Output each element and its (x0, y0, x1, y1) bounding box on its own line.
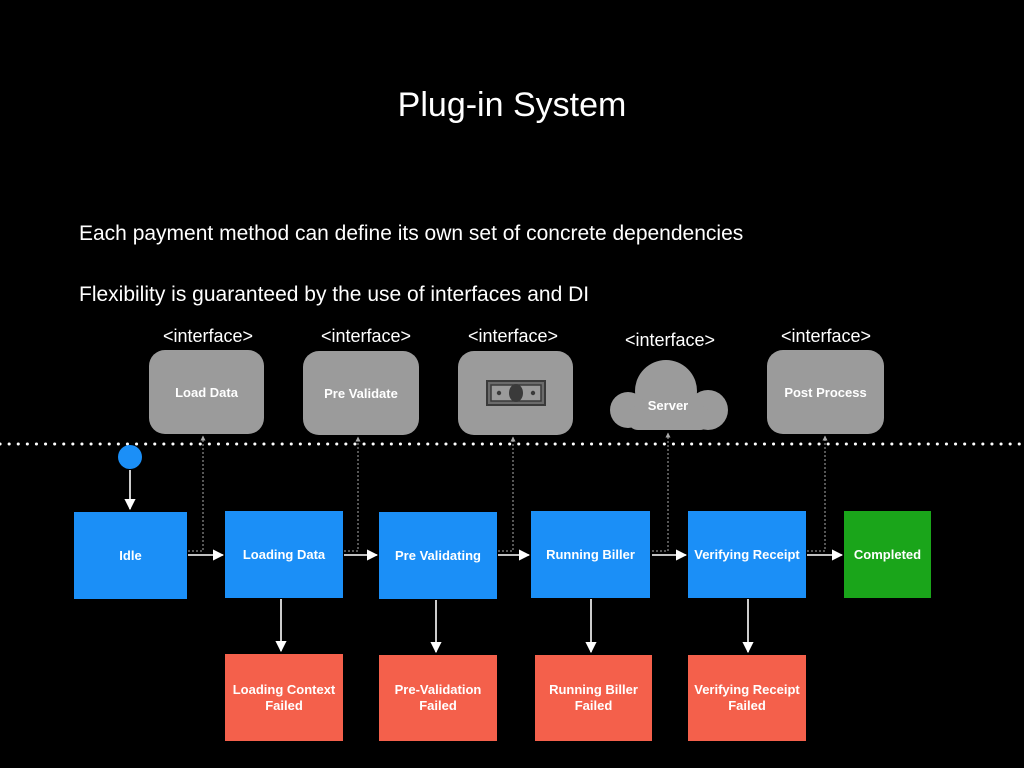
interface-biller (458, 351, 573, 435)
dependency-post-process (807, 435, 828, 552)
interface-label-post-process: <interface> (780, 326, 872, 346)
state-running-biller: Running Biller (531, 511, 650, 598)
state-idle: Idle (74, 512, 187, 599)
state-running-biller-failed: Running Biller Failed (535, 655, 652, 741)
dependency-pre-validate (344, 436, 361, 552)
interface-pre-validate: Pre Validate (303, 351, 419, 435)
dependency-server (652, 432, 671, 552)
state-pre-validating: Pre Validating (379, 512, 497, 599)
money-bill-icon (485, 380, 546, 406)
state-completed: Completed (844, 511, 931, 598)
interface-label-biller: <interface> (467, 326, 559, 346)
state-verifying-receipt: Verifying Receipt (688, 511, 806, 598)
interface-post-process: Post Process (767, 350, 884, 434)
state-verifying-receipt-failed: Verifying Receipt Failed (688, 655, 806, 741)
slide-title: Plug-in System (397, 86, 627, 124)
dependency-biller (498, 436, 516, 552)
interface-label-server: <interface> (624, 330, 716, 350)
interface-load-data: Load Data (149, 350, 264, 434)
interface-label-pre-validate: <interface> (320, 326, 412, 346)
state-pre-validation-failed: Pre-Validation Failed (379, 655, 497, 741)
start-node (118, 445, 142, 469)
bullet-flexibility: Flexibility is guaranteed by the use of … (79, 283, 590, 306)
interface-server: Server (647, 398, 689, 413)
dependency-load-data (188, 435, 206, 552)
interface-label-load-data: <interface> (162, 326, 254, 346)
bullet-dependencies: Each payment method can define its own s… (79, 222, 744, 245)
state-loading-data: Loading Data (225, 511, 343, 598)
state-loading-context-failed: Loading Context Failed (225, 654, 343, 741)
cloud-icon (610, 360, 728, 430)
